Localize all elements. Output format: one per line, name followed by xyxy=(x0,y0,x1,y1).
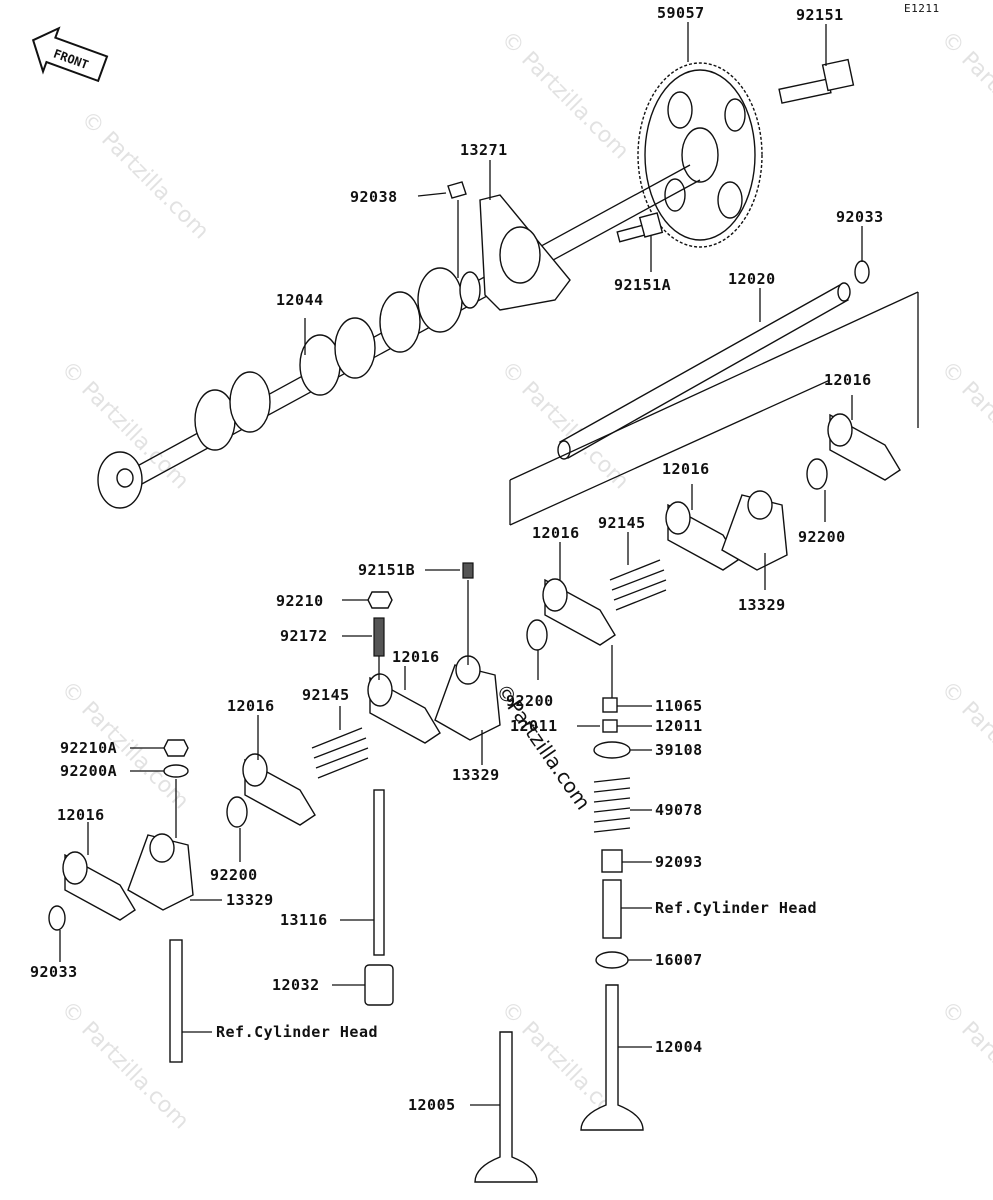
label-ref-head-left: Ref.Cylinder Head xyxy=(216,1023,378,1041)
label-12011-a: 12011 xyxy=(510,717,558,735)
cap-11065 xyxy=(602,697,618,713)
label-12016-b: 12016 xyxy=(662,460,710,478)
cam-gear xyxy=(637,62,763,248)
seal-92093 xyxy=(601,849,623,873)
push-rod-13116 xyxy=(373,789,385,956)
retainer-39108 xyxy=(593,741,631,759)
label-12016-c: 12016 xyxy=(532,524,580,542)
label-92172: 92172 xyxy=(280,627,328,645)
label-13329-b: 13329 xyxy=(452,766,500,784)
plate-13271 xyxy=(479,194,571,311)
label-59057: 59057 xyxy=(657,4,705,22)
label-49078: 49078 xyxy=(655,801,703,819)
watermark: © Partzilla.com xyxy=(936,997,993,1135)
label-13329-c: 13329 xyxy=(226,891,274,909)
nut-92210 xyxy=(367,591,393,609)
label-12044: 12044 xyxy=(276,291,324,309)
label-92151: 92151 xyxy=(796,6,844,24)
nut-92210A xyxy=(163,739,189,757)
rocker-arm-adjuster-right xyxy=(721,490,788,571)
watermark: © Partzilla.com xyxy=(496,27,634,165)
rocker-arm-right xyxy=(827,413,901,481)
rocker-shaft xyxy=(509,282,919,526)
camshaft xyxy=(97,164,701,509)
label-12016-d: 12016 xyxy=(392,648,440,666)
label-92038: 92038 xyxy=(350,188,398,206)
holder-13329-left xyxy=(127,833,194,911)
rocker-arm-left-center xyxy=(367,673,441,744)
label-39108: 39108 xyxy=(655,741,703,759)
bolt-92151B xyxy=(462,562,474,579)
rocker-arm-center xyxy=(542,578,616,646)
label-92145-a: 92145 xyxy=(598,514,646,532)
spring-92145-left xyxy=(311,727,369,779)
watermark: © Partzilla.com xyxy=(936,677,993,815)
watermarks: © Partzilla.com © Partzilla.com © Partzi… xyxy=(56,27,993,1135)
label-92093: 92093 xyxy=(655,853,703,871)
label-ref-head-right: Ref.Cylinder Head xyxy=(655,899,817,917)
label-12020: 12020 xyxy=(728,270,776,288)
tappet-12032 xyxy=(364,964,394,1006)
holder-13329-center xyxy=(434,655,501,741)
label-12016-a: 12016 xyxy=(824,371,872,389)
label-16007: 16007 xyxy=(655,951,703,969)
valve-spring-49078 xyxy=(593,777,631,833)
label-12016-e: 12016 xyxy=(227,697,275,715)
washer-92200-center xyxy=(526,619,548,651)
label-12016-f: 12016 xyxy=(57,806,105,824)
watermark: © Partzilla.com xyxy=(936,27,993,165)
bolt-92151 xyxy=(778,58,855,104)
leader-lines xyxy=(59,22,863,1106)
valve-12005 xyxy=(474,1031,538,1183)
label-92200A: 92200A xyxy=(60,762,117,780)
washer-92200-left xyxy=(226,796,248,828)
label-92210: 92210 xyxy=(276,592,324,610)
label-92210A: 92210A xyxy=(60,739,117,757)
seat-16007 xyxy=(595,951,629,969)
spring-92145-right xyxy=(609,559,667,611)
label-92151B: 92151B xyxy=(358,561,415,579)
front-arrow-icon: FRONT xyxy=(31,26,109,83)
label-92200-b: 92200 xyxy=(506,692,554,710)
washer-92200A xyxy=(163,764,189,778)
label-92151A: 92151A xyxy=(614,276,671,294)
watermark: © Partzilla.com xyxy=(76,107,214,245)
screw-92172 xyxy=(373,617,385,657)
label-92033-bottom: 92033 xyxy=(30,963,78,981)
label-12005: 12005 xyxy=(408,1096,456,1114)
valve-guide xyxy=(602,879,622,939)
label-12011-b: 12011 xyxy=(655,717,703,735)
label-12032: 12032 xyxy=(272,976,320,994)
diagram-code: E1211 xyxy=(904,2,940,15)
label-11065: 11065 xyxy=(655,697,703,715)
stud xyxy=(169,939,183,1063)
label-92200-c: 92200 xyxy=(210,866,258,884)
valve-12004 xyxy=(580,984,644,1131)
label-13116: 13116 xyxy=(280,911,328,929)
cotter-12011 xyxy=(602,719,618,733)
key-92038 xyxy=(447,181,467,199)
label-92033-top: 92033 xyxy=(836,208,884,226)
circlip-92033-top xyxy=(854,260,870,284)
circlip-92033-bottom xyxy=(48,905,66,931)
rocker-arm-mid xyxy=(665,501,739,571)
label-13329-a: 13329 xyxy=(738,596,786,614)
washer-92200-right xyxy=(806,458,828,490)
label-92200-a: 92200 xyxy=(798,528,846,546)
rocker-arm-left xyxy=(242,753,316,826)
part-labels: 59057 92151 13271 92038 12044 92151A 920… xyxy=(30,4,884,1114)
bolt-92151A xyxy=(616,212,664,243)
label-12004: 12004 xyxy=(655,1038,703,1056)
watermark: © Partzilla.com xyxy=(936,357,993,495)
label-13271: 13271 xyxy=(460,141,508,159)
rocker-arm-far-left xyxy=(62,851,136,921)
label-92145-b: 92145 xyxy=(302,686,350,704)
